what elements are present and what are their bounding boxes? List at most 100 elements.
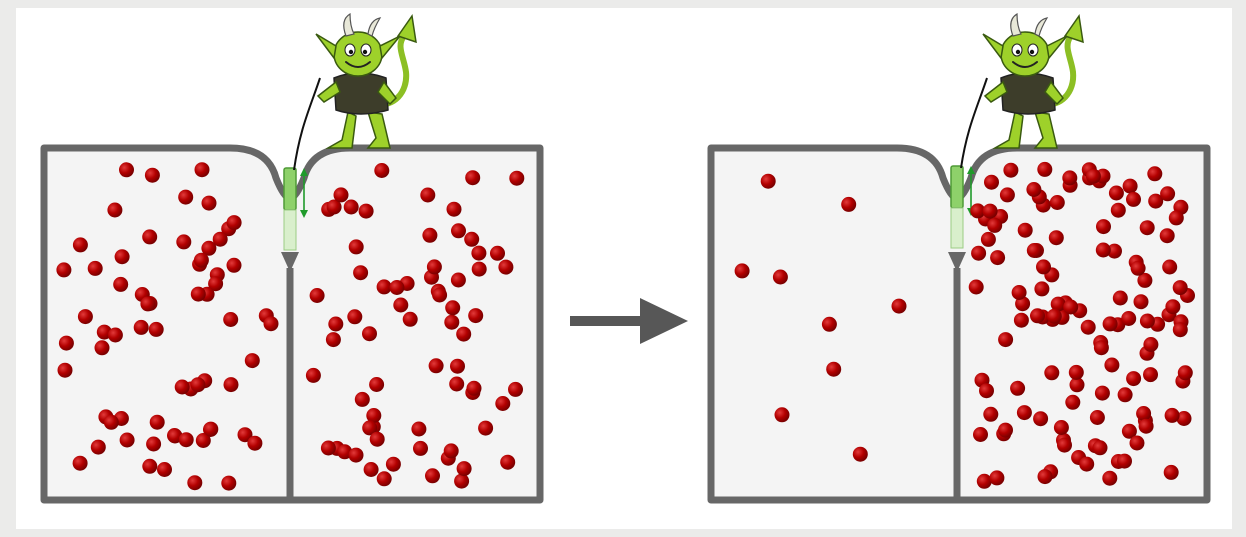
right-particle: [1093, 340, 1109, 356]
right-particle: [987, 217, 1003, 233]
right-particle: [1112, 290, 1128, 306]
right-particle: [980, 231, 996, 247]
control-cable: [960, 77, 988, 169]
left-particle: [772, 269, 788, 285]
right-particle: [1017, 222, 1033, 238]
right-particle: [1068, 364, 1084, 380]
right-particle: [343, 199, 359, 215]
right-particle: [466, 380, 482, 396]
right-particle: [1139, 220, 1155, 236]
right-particle: [1095, 242, 1111, 258]
right-particle: [1126, 371, 1142, 387]
right-particle: [490, 245, 505, 261]
right-particle: [1165, 299, 1181, 315]
right-particle: [1162, 259, 1178, 275]
right-particle: [1037, 469, 1053, 485]
right-particle: [1011, 285, 1027, 300]
right-particle: [428, 358, 444, 374]
right-particle: [451, 223, 466, 239]
right-particle: [348, 239, 364, 255]
left-particle: [148, 321, 164, 337]
divider-tip: [281, 252, 299, 272]
gate-track: [950, 207, 964, 249]
right-particle: [982, 203, 998, 219]
right-particle: [411, 421, 427, 437]
right-particle: [1121, 423, 1137, 439]
left-particle: [212, 231, 228, 247]
right-particle: [1102, 316, 1118, 332]
gate-arrow-icon: [300, 168, 308, 218]
right-particle: [1049, 195, 1065, 210]
right-particle: [1096, 219, 1111, 235]
left-particle: [221, 475, 237, 491]
left-particle: [226, 215, 242, 231]
right-particle: [1010, 380, 1026, 396]
right-particle: [464, 231, 480, 247]
right-particle: [998, 422, 1013, 438]
left-particle: [119, 162, 134, 178]
right-particle: [1085, 168, 1101, 184]
left-particle: [56, 262, 72, 278]
right-particle: [1148, 193, 1164, 209]
right-particle: [1147, 166, 1163, 182]
right-particle: [989, 470, 1005, 486]
left-particle: [247, 435, 263, 451]
right-particle: [1079, 456, 1095, 472]
divider-wall: [286, 268, 294, 500]
right-particle: [1110, 202, 1126, 218]
right-particle: [968, 279, 984, 295]
left-particle: [87, 260, 103, 276]
right-particle: [1016, 405, 1032, 421]
divider-tip: [948, 252, 966, 272]
right-particle: [1117, 387, 1133, 403]
right-particle: [1063, 299, 1079, 315]
left-particle: [223, 312, 239, 327]
right-particle: [1164, 407, 1180, 423]
right-particle: [1133, 294, 1149, 310]
left-particle: [114, 249, 130, 265]
right-particle: [983, 406, 999, 422]
right-particle: [1092, 440, 1108, 456]
right-particle: [326, 199, 342, 215]
left-particle: [193, 252, 209, 268]
right-particle: [984, 174, 999, 190]
right-particle: [979, 383, 994, 399]
right-particle: [465, 170, 481, 186]
right-particle: [1117, 453, 1132, 469]
right-particle: [454, 473, 470, 489]
right-particle: [376, 471, 392, 487]
right-particle: [353, 265, 369, 281]
right-particle: [369, 377, 385, 392]
gate-door: [283, 167, 297, 211]
right-particle: [1094, 385, 1110, 401]
right-particle: [970, 203, 986, 219]
right-particle: [1159, 228, 1175, 244]
left-particle: [194, 162, 210, 178]
right-particle: [1126, 191, 1141, 207]
left-particle: [107, 202, 123, 218]
left-particle: [223, 377, 239, 393]
right-particle: [1102, 470, 1118, 486]
left-particle: [90, 439, 106, 455]
left-particle: [201, 195, 217, 211]
right-particle: [1046, 308, 1062, 324]
right-particle: [990, 250, 1006, 266]
right-particle: [456, 326, 472, 342]
right-particle: [432, 287, 448, 303]
left-particle: [176, 234, 192, 250]
right-particle: [1034, 281, 1050, 297]
left-particle: [174, 379, 190, 395]
transition-arrow: [570, 298, 688, 344]
right-particle: [478, 420, 494, 436]
right-particle: [450, 358, 465, 374]
right-particle: [366, 408, 382, 423]
right-particle: [999, 187, 1015, 203]
left-particle: [841, 196, 857, 212]
right-particle: [1044, 365, 1060, 381]
left-particle: [208, 276, 224, 292]
right-particle: [1026, 243, 1042, 258]
right-particle: [358, 203, 374, 219]
left-particle: [119, 432, 135, 448]
